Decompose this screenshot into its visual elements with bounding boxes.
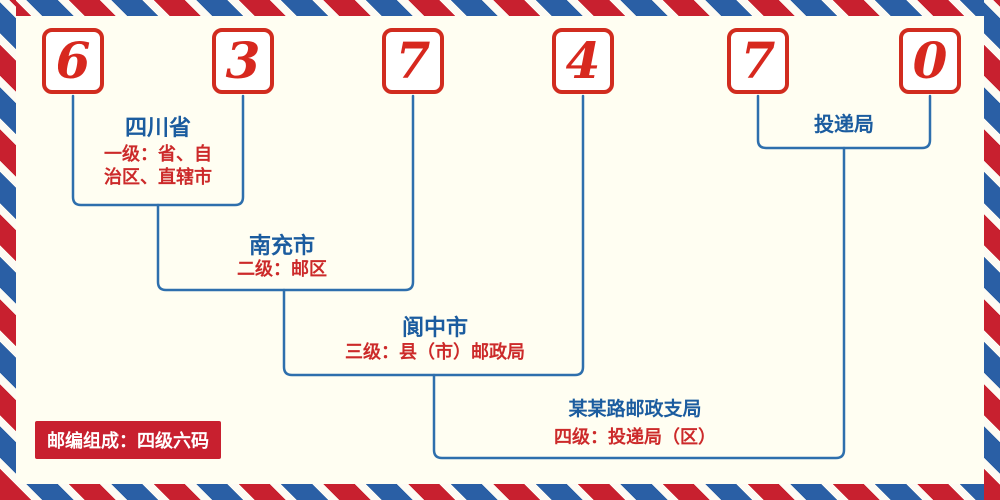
- level2-place-label: 南充市: [248, 233, 316, 258]
- digit-box-5: 7: [727, 28, 789, 94]
- connector-delivery: [756, 94, 932, 150]
- level3-place-label: 阆中市: [401, 315, 469, 340]
- level1-place-label: 四川省: [124, 115, 192, 140]
- digit-2: 3: [225, 31, 261, 90]
- level1-description-line1: 一级：省、自: [104, 144, 212, 164]
- digit-3: 7: [395, 31, 431, 90]
- airmail-border-left: [0, 0, 16, 500]
- level4-place-label: 某某路邮政支局: [568, 399, 702, 420]
- level4-description: 四级：投递局（区）: [554, 427, 716, 447]
- postal-code-composition-badge: 邮编组成：四级六码: [35, 421, 221, 459]
- digit-1: 6: [55, 31, 91, 90]
- connector-level2: [156, 94, 415, 292]
- airmail-border-bottom: [0, 484, 1000, 500]
- digit-5: 7: [740, 31, 776, 90]
- delivery-office-label: 投递局: [814, 114, 874, 136]
- digit-box-3: 7: [382, 28, 444, 94]
- digit-box-4: 4: [552, 28, 614, 94]
- airmail-border-right: [984, 0, 1000, 500]
- digit-box-1: 6: [42, 28, 104, 94]
- level2-description: 二级：邮区: [237, 259, 327, 279]
- digit-6: 0: [912, 31, 948, 90]
- digit-box-2: 3: [212, 28, 274, 94]
- airmail-border-top: [0, 0, 1000, 16]
- digit-4: 4: [565, 31, 601, 90]
- level1-description-line2: 治区、直辖市: [104, 167, 212, 187]
- level1-description: 一级：省、自 治区、直辖市: [104, 143, 212, 189]
- digit-box-6: 0: [899, 28, 961, 94]
- level3-description: 三级：县（市）邮政局: [345, 342, 525, 362]
- connector-level4: [432, 146, 846, 460]
